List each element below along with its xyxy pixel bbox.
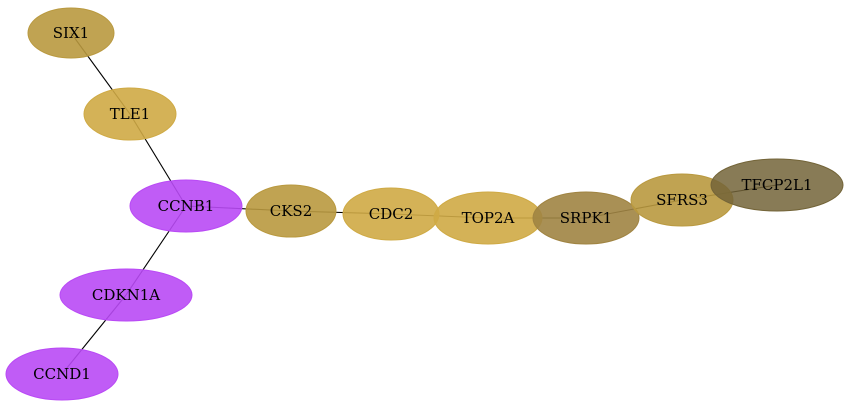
- node-cks2[interactable]: CKS2: [245, 184, 337, 238]
- node-six1[interactable]: SIX1: [27, 7, 115, 59]
- node-srpk1[interactable]: SRPK1: [532, 191, 640, 245]
- node-shape-tle1: [83, 87, 177, 141]
- node-label-ccnd1: CCND1: [33, 365, 91, 383]
- node-shape-six1: [27, 7, 115, 59]
- node-label-cks2: CKS2: [270, 202, 313, 220]
- node-shape-ccnb1: [129, 179, 243, 233]
- node-cdc2[interactable]: CDC2: [342, 187, 440, 241]
- node-ccnb1[interactable]: CCNB1: [129, 179, 243, 233]
- node-label-six1: SIX1: [53, 24, 89, 42]
- node-tle1[interactable]: TLE1: [83, 87, 177, 141]
- node-label-cdkn1a: CDKN1A: [92, 286, 160, 304]
- node-label-srpk1: SRPK1: [560, 209, 612, 227]
- node-ccnd1[interactable]: CCND1: [5, 347, 119, 401]
- node-shape-tfcp2l1: [710, 158, 844, 212]
- node-shape-cdkn1a: [59, 268, 193, 322]
- node-shape-srpk1: [532, 191, 640, 245]
- node-label-ccnb1: CCNB1: [158, 197, 215, 215]
- node-label-tle1: TLE1: [110, 105, 150, 123]
- node-sfrs3[interactable]: SFRS3: [630, 173, 734, 227]
- node-shape-ccnd1: [5, 347, 119, 401]
- node-shape-cks2: [245, 184, 337, 238]
- node-top2a[interactable]: TOP2A: [433, 191, 543, 245]
- node-label-tfcp2l1: TFCP2L1: [741, 176, 812, 194]
- node-label-sfrs3: SFRS3: [656, 191, 708, 209]
- node-label-top2a: TOP2A: [462, 209, 515, 227]
- node-cdkn1a[interactable]: CDKN1A: [59, 268, 193, 322]
- node-tfcp2l1[interactable]: TFCP2L1: [710, 158, 844, 212]
- node-label-cdc2: CDC2: [369, 205, 414, 223]
